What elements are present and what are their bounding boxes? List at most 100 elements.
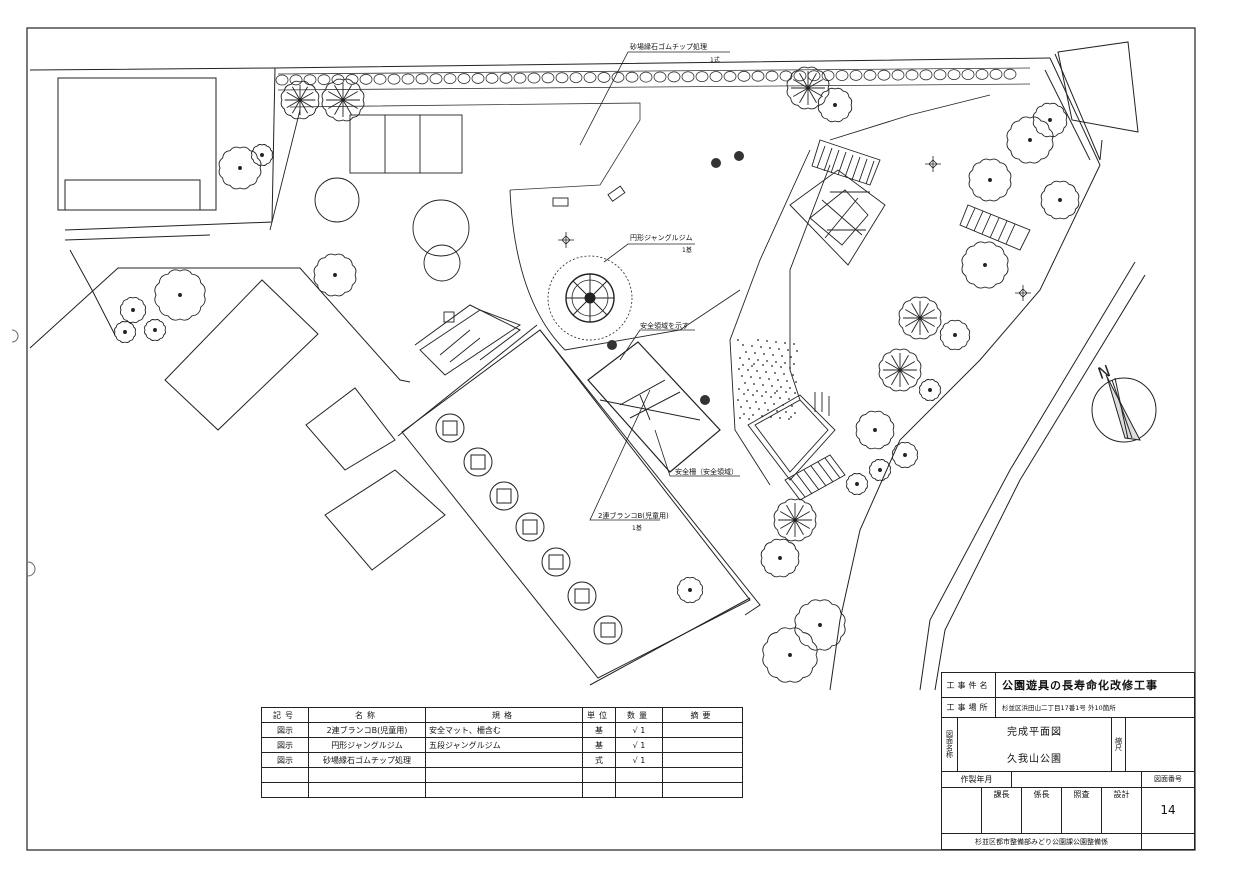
legend-cell: 安全マット、柵含む [425, 722, 583, 738]
callout-jungle-gym: 円形ジャングルジム [630, 233, 693, 242]
pebble-dot [754, 352, 756, 354]
pebble-dot [756, 370, 758, 372]
shrub-icon [863, 69, 877, 81]
pebble-dot [779, 397, 781, 399]
tree-icon [817, 87, 853, 123]
legend-cell [615, 767, 663, 783]
role-empty [942, 787, 982, 833]
legend-cell [308, 767, 426, 783]
legend-cell [662, 722, 743, 738]
legend-row: 図示 円形ジャングルジム 五段ジャングルジム 基 √ 1 [261, 737, 743, 753]
project-name: 公園遊具の長寿命化改修工事 [1002, 679, 1158, 692]
play-markers [607, 151, 744, 405]
shrub-icon [485, 72, 499, 84]
shrub-icon [681, 71, 695, 83]
pebble-dot [755, 401, 757, 403]
tree-icon [251, 144, 273, 166]
tree-icon [878, 348, 922, 392]
shrub-icon [821, 70, 835, 82]
shrub-icon [667, 71, 681, 83]
shrub-icon [611, 71, 625, 83]
legend-cell: 基 [582, 722, 616, 738]
pebble-dot [779, 417, 781, 419]
tree-icon [846, 473, 868, 495]
pebble-dot [773, 403, 775, 405]
shrub-icon [625, 71, 639, 83]
callout-jungle-gym-qty: 1基 [682, 246, 692, 254]
tree-icon [119, 296, 147, 324]
legend-cell: 図示 [261, 752, 309, 768]
shrub-icon [975, 69, 989, 80]
pebble-dot [748, 358, 750, 360]
tree-icon [1006, 116, 1054, 164]
shrub-icon [905, 69, 919, 81]
binder-holes [11, 329, 36, 577]
legend-cell: 図示 [261, 722, 309, 738]
tree-icon [968, 158, 1012, 202]
pebble-dot [794, 392, 796, 394]
pebble-dot [768, 378, 770, 380]
pebble-dot [757, 359, 759, 361]
stepping-stone-square [442, 420, 458, 436]
legend-cell: √ 1 [615, 722, 663, 738]
shrub-icon [989, 68, 1003, 80]
title-block-org-row: 杉並区都市整備部みどり公園課公園整備係 [942, 833, 1194, 850]
legend-cell: 基 [582, 737, 616, 753]
pebble-dot [748, 418, 750, 420]
shrub-icon [569, 72, 583, 84]
legend-cell [425, 782, 583, 798]
shrub-icon [597, 72, 611, 83]
shrub-icon [933, 69, 947, 81]
shrub-icon [835, 70, 849, 81]
pebble-dot [766, 360, 768, 362]
stepping-stone-square [574, 588, 590, 604]
legend-header-spec: 規格 [425, 707, 583, 723]
shrub-icon [807, 70, 821, 82]
shrub-icon [387, 73, 401, 85]
pebble-dot [760, 346, 762, 348]
top-fence-planting [275, 67, 1031, 191]
pebble-dot [766, 340, 768, 342]
pebble-dot [796, 350, 798, 352]
pebble-dot [781, 355, 783, 357]
legend-cell: √ 1 [615, 752, 663, 768]
role-design: 設計 [1102, 787, 1142, 833]
shrub-icon [779, 70, 793, 82]
project-label: 工事件名 [942, 673, 996, 697]
shrub-icon [443, 73, 457, 85]
site-boundaries [29, 41, 1146, 691]
date-value [1012, 771, 1142, 787]
legend-row [261, 767, 743, 783]
tree-icon [144, 319, 166, 341]
tree-icon [1032, 102, 1068, 138]
shrub-icon [541, 72, 555, 84]
legend-cell [662, 752, 743, 768]
shrub-icon [555, 72, 569, 84]
pebble-dot [745, 351, 747, 353]
tree-icon [786, 66, 830, 110]
tree-icon [114, 321, 136, 343]
pebble-dot [757, 339, 759, 341]
pebble-dot [741, 375, 743, 377]
pebble-dot [770, 396, 772, 398]
pebble-dot [770, 416, 772, 418]
callout-sand-chip: 砂場縁石ゴムチップ処理 [630, 42, 707, 51]
pebble-dot [795, 381, 797, 383]
stepping-stone-square [548, 554, 564, 570]
pebble-dot [737, 339, 739, 341]
stepping-stone-icon [593, 615, 623, 645]
tree-icon [218, 146, 262, 190]
tree-icon [676, 576, 704, 604]
pebble-dot [789, 387, 791, 389]
title-block: 工事件名 公園遊具の長寿命化改修工事 工事場所 杉並区浜田山二丁目17番1号 外… [941, 672, 1195, 850]
circular-jungle-gym [547, 255, 633, 341]
pebble-dot [785, 391, 787, 393]
pebble-dot [792, 374, 794, 376]
pebble-dot [739, 417, 741, 419]
stepping-stone-icon [515, 512, 545, 542]
shrub-icon [471, 73, 485, 84]
shrub-icon [877, 69, 891, 81]
shrub-icon [793, 70, 807, 82]
pebble-dot [751, 365, 753, 367]
site-value: 杉並区浜田山二丁目17番1号 外10箇所 [1002, 704, 1116, 712]
